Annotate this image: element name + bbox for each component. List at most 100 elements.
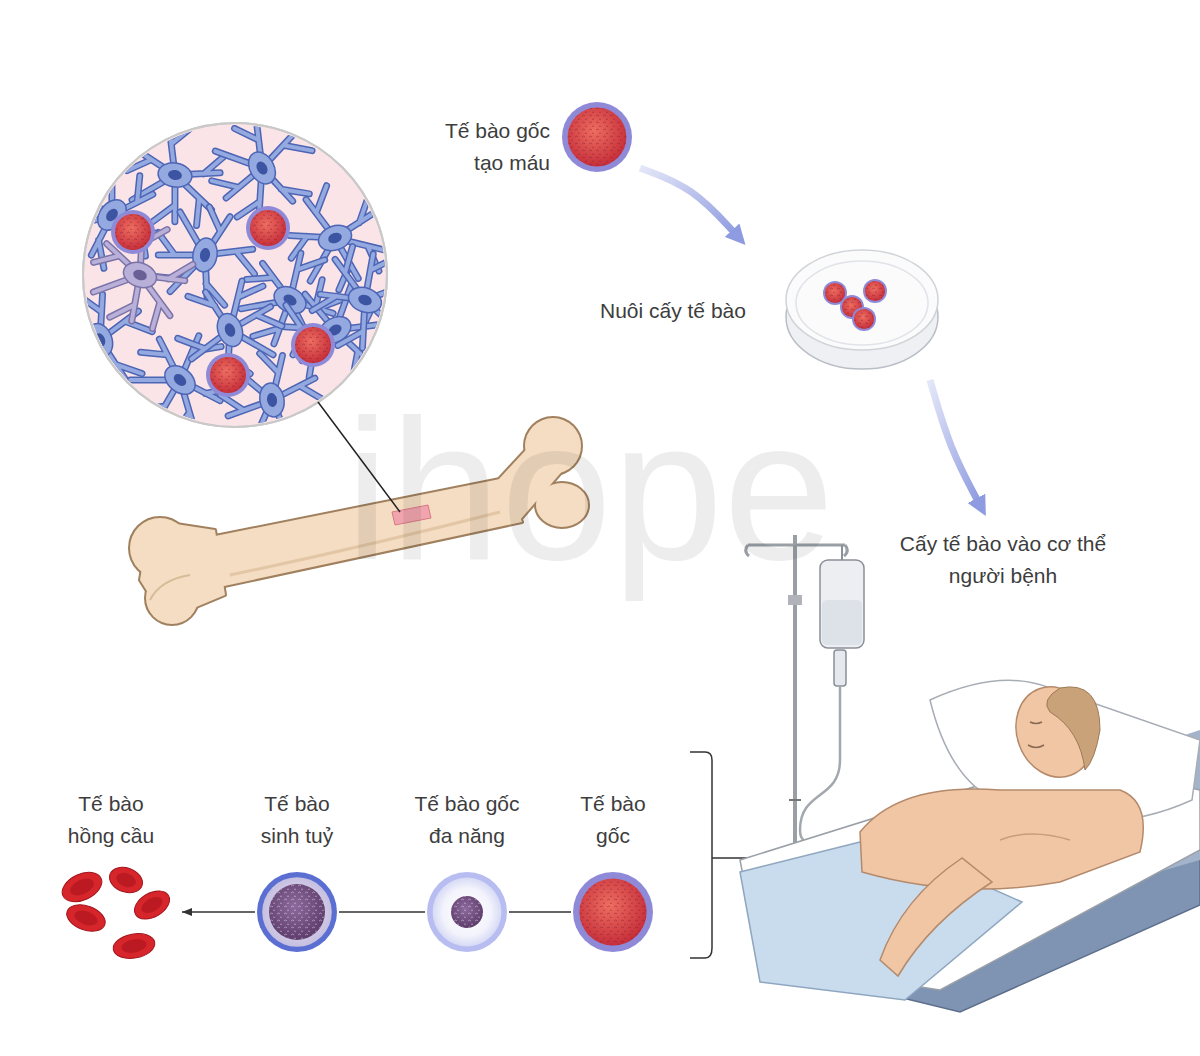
myeloid-cell-shape	[255, 870, 339, 954]
stem-cell-shape	[560, 100, 634, 174]
marrow-magnifier-part	[270, 263, 402, 398]
stem-cell-shape	[571, 870, 655, 954]
marrow-magnifier-part	[165, 270, 293, 393]
red-blood-cells-shape-part	[57, 866, 106, 907]
culture-dish-shape-part	[852, 307, 876, 331]
node-label: Tế bào sinh tuỷ	[252, 788, 342, 851]
marrow-magnifier-part	[206, 353, 250, 397]
culture-dish-shape-part	[796, 261, 928, 345]
patient-bed-part	[1047, 687, 1100, 770]
iv-stand-part	[841, 545, 843, 560]
red-blood-cells-shape-part	[106, 863, 146, 897]
myeloid-cell-shape-part	[269, 884, 325, 940]
culture-dish-shape-part	[854, 309, 874, 329]
marrow-magnifier-part	[44, 146, 183, 284]
lineage-line	[182, 911, 255, 913]
marrow-magnifier-part	[111, 210, 155, 254]
iv-stand-part	[822, 600, 862, 645]
iv-stand-part	[789, 799, 801, 801]
culture-dish-shape-part	[786, 250, 938, 350]
culture-dish: Nuôi cấy tế bào	[595, 245, 945, 380]
red-blood-cells-shape-part	[111, 931, 157, 962]
flow-arrow	[640, 168, 736, 235]
patient-bed-part	[880, 858, 992, 976]
patient-bed	[740, 676, 1200, 1012]
flow-arrow	[930, 380, 979, 504]
red-blood-cells-shape-part	[114, 870, 138, 889]
node-label: Nuôi cấy tế bào	[600, 295, 775, 327]
myeloid-cell-shape-part	[262, 877, 332, 947]
transplant-step: Cấy tế bào vào cơ thể người bệnh	[883, 516, 1125, 596]
stem-cell-shape-part	[568, 108, 627, 167]
watermark: ihope	[345, 390, 834, 590]
marrow-magnifier-part	[210, 357, 246, 393]
culture-dish-shape	[780, 245, 945, 380]
red-blood-cells-shape-part	[130, 885, 175, 925]
red-blood-cells-shape-part	[106, 863, 146, 897]
red-blood-cells-shape-part	[72, 908, 99, 929]
node-label: Tế bào gốc	[573, 788, 653, 851]
marrow-magnifier-part	[115, 214, 151, 250]
marrow-magnifier-part	[78, 210, 201, 338]
stem-cell-shape-part	[562, 102, 632, 172]
marrow-magnifier-part	[246, 206, 290, 250]
marrow-magnifier-part	[83, 123, 387, 427]
red-blood-cells-shape-part	[139, 894, 165, 917]
pluripotent-cell-shape	[425, 870, 509, 954]
red-blood-cells-shape-part	[130, 885, 175, 925]
culture-dish-shape-part	[854, 309, 874, 329]
femur-bone-part	[150, 575, 190, 600]
red-blood-cells-shape-part	[120, 937, 147, 954]
stem-cell-shape-part	[573, 872, 653, 952]
node-label: Cấy tế bào vào cơ thể người bệnh	[883, 528, 1123, 591]
pluripotent-cell: Tế bào gốc đa năng	[407, 788, 529, 956]
marrow-magnifier-part	[115, 214, 151, 250]
patient-bed-part	[860, 789, 1143, 889]
patient-bed-part	[1004, 676, 1107, 788]
stem-cell-shape-part	[568, 108, 627, 167]
red-blood-cells-shape-part	[68, 875, 97, 899]
culture-dish-shape-part	[865, 281, 885, 301]
red-blood-cells: Tế bào hồng cầu	[46, 788, 176, 968]
lineage-line	[339, 911, 425, 913]
marrow-magnifier-part	[291, 323, 335, 367]
marrow-magnifier-part	[250, 210, 286, 246]
patient-bed-part	[1028, 722, 1044, 748]
red-blood-cells-shape-part	[63, 900, 109, 936]
pluripotent-cell-shape-part	[433, 878, 502, 947]
iv-stand-part	[788, 595, 802, 605]
stem-cell: Tế bào gốc	[571, 788, 655, 956]
node-label: Tế bào hồng cầu	[61, 788, 161, 851]
culture-dish-shape-part	[863, 279, 887, 303]
stem-cell-shape-part	[579, 878, 646, 945]
myeloid-cell-shape-part	[257, 872, 337, 952]
red-blood-cells-shape	[46, 860, 176, 965]
lineage-line	[509, 911, 571, 913]
marrow-magnifier-part	[250, 210, 286, 246]
marrow-magnifier-part	[295, 327, 331, 363]
marrow-magnifier-part	[37, 277, 165, 400]
culture-dish-shape-part	[825, 283, 845, 303]
red-blood-cells-shape-part	[63, 900, 109, 936]
node-label: Tế bào gốc tạo máu	[420, 115, 550, 178]
marrow-magnifier-part	[210, 357, 246, 393]
stem-cell: Tế bào gốc tạo máu	[420, 100, 640, 180]
red-blood-cells-shape-part	[57, 866, 106, 907]
red-blood-cells-shape-part	[111, 931, 157, 962]
myeloid-cell-shape-part	[269, 884, 325, 940]
culture-dish-shape-part	[865, 281, 885, 301]
stem-cell-shape-part	[579, 878, 646, 945]
culture-dish-shape-part	[825, 283, 845, 303]
marrow-magnifier-part	[111, 206, 335, 397]
pluripotent-cell-shape-part	[451, 896, 483, 928]
marrow-magnifier-part	[295, 327, 331, 363]
pluripotent-cell-shape-part	[427, 872, 507, 952]
myeloid-cell: Tế bào sinh tuỷ	[250, 788, 344, 956]
pluripotent-cell-shape-part	[451, 896, 483, 928]
node-label: Tế bào gốc đa năng	[407, 788, 527, 851]
patient-bed-part	[1000, 834, 1070, 840]
femur-bone-part	[140, 520, 225, 620]
iv-stand-part	[834, 650, 846, 686]
